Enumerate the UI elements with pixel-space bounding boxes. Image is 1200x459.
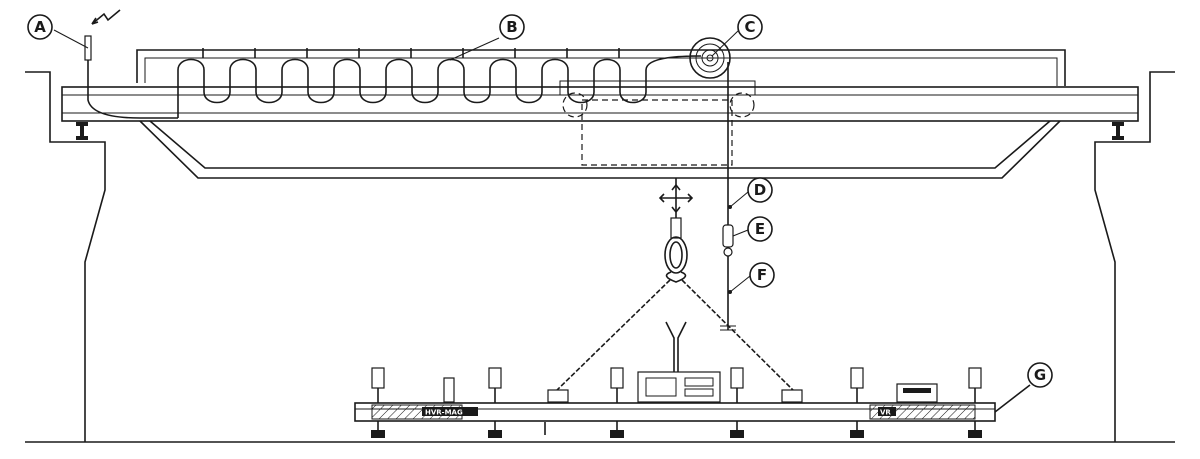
callout-leader-g xyxy=(994,384,1031,413)
svg-text:E: E xyxy=(755,220,765,238)
pendant-controller xyxy=(720,224,736,331)
cable-reel xyxy=(689,37,731,330)
svg-text:B: B xyxy=(506,18,517,36)
svg-text:C: C xyxy=(744,18,755,36)
lifting-beam: HVR-MAG VR xyxy=(354,321,1031,438)
beam-brand-right: VR xyxy=(880,409,891,417)
svg-text:F: F xyxy=(757,266,767,284)
callout-leaders xyxy=(53,29,751,294)
chain-lug-left xyxy=(547,389,569,403)
magnet-unit xyxy=(850,367,864,438)
bridge-girder xyxy=(61,86,1139,179)
magnet-unit xyxy=(488,367,502,438)
beam-brand-left-plate xyxy=(422,407,478,416)
magnet-unit xyxy=(371,367,385,438)
building-structure xyxy=(25,71,1175,443)
magnet-unit xyxy=(610,367,624,438)
callout-c: C xyxy=(737,14,763,40)
callout-b: B xyxy=(499,14,525,40)
beam-brand-right-plate xyxy=(878,407,896,416)
callout-a: A xyxy=(27,14,53,40)
magnet-control-box xyxy=(637,371,721,403)
callout-d: D xyxy=(747,177,773,203)
beam-brand-left: HVR-MAG xyxy=(425,409,463,417)
hoist-hook-and-chains xyxy=(554,178,796,393)
svg-text:D: D xyxy=(754,181,766,199)
trolley xyxy=(559,80,756,166)
festoon-cable-system xyxy=(136,48,1066,118)
callout-e: E xyxy=(747,216,773,242)
chain-lug-right xyxy=(781,389,803,403)
callout-f: F xyxy=(749,262,775,288)
lightning-bolt-icon xyxy=(91,9,121,25)
svg-text:G: G xyxy=(1034,366,1046,384)
lifting-eye xyxy=(665,321,687,372)
crane-rails xyxy=(76,122,1124,140)
magnet-unit xyxy=(730,367,744,438)
magnet-unit xyxy=(968,367,982,438)
callout-g: G xyxy=(1027,362,1053,388)
power-supply-cable xyxy=(84,9,178,119)
svg-text:A: A xyxy=(34,18,46,36)
